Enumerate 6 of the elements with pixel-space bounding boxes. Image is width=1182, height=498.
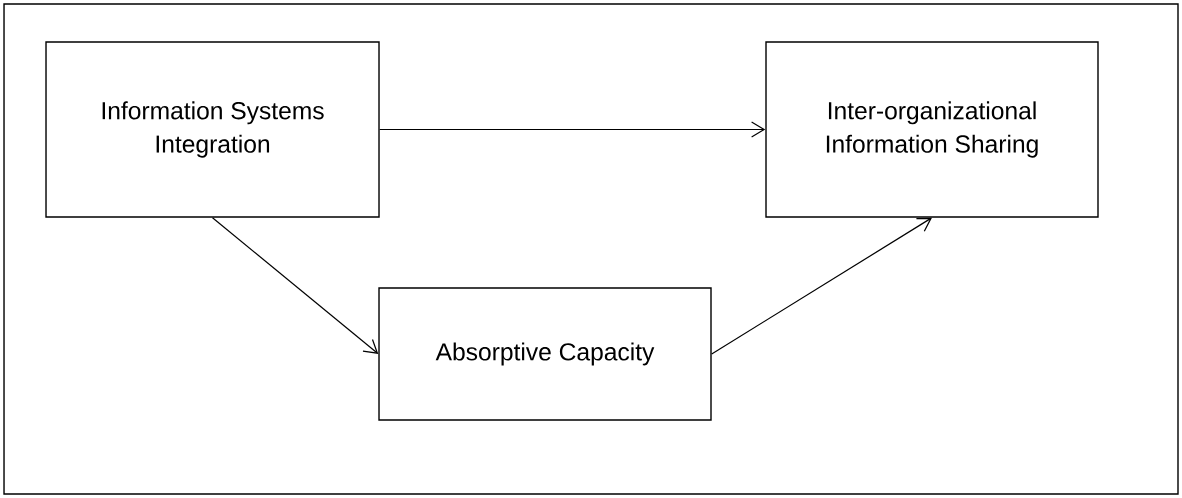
arrow [211, 217, 379, 354]
concept-box: Inter-organizational Information Sharing [765, 41, 1099, 218]
arrow [379, 121, 766, 138]
concept-box: Absorptive Capacity [378, 287, 712, 421]
arrow [711, 217, 932, 355]
concept-box: Information Systems Integration [45, 41, 380, 218]
